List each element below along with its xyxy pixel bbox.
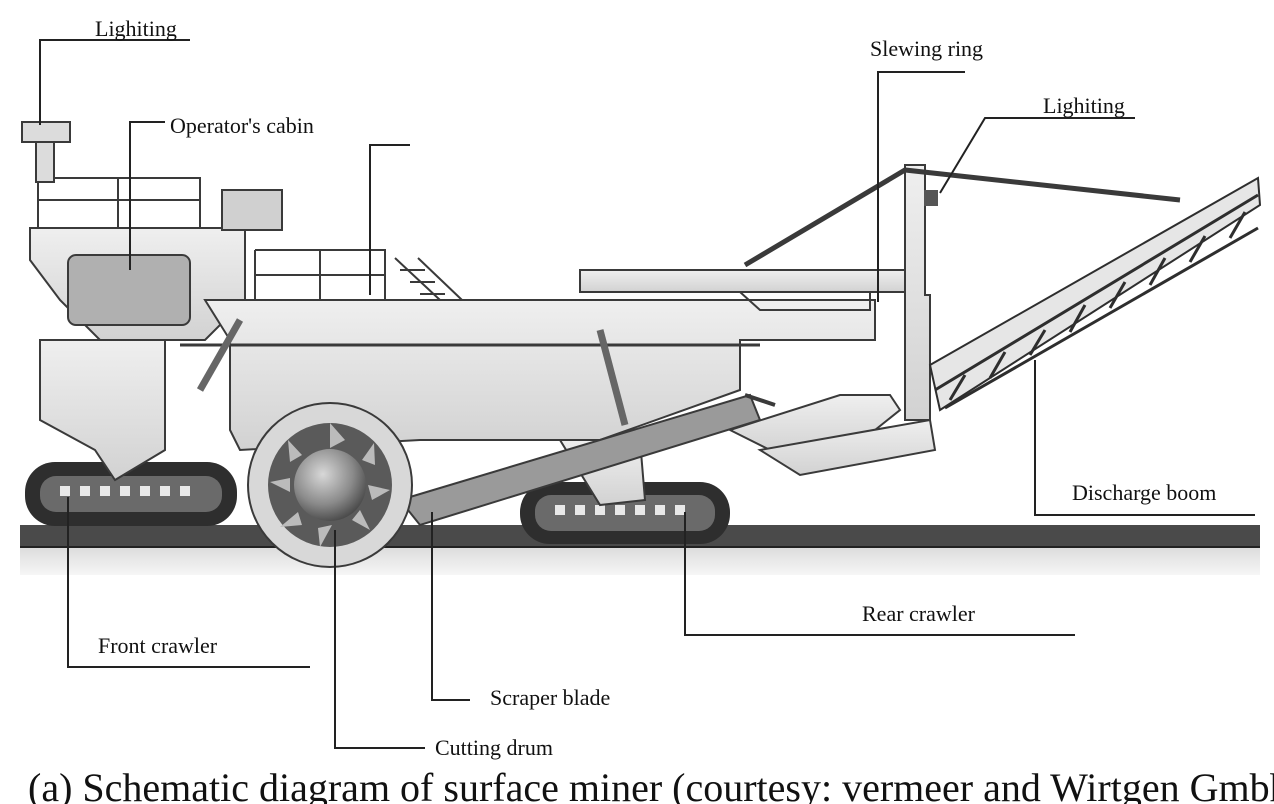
figure-caption: (a) Schematic diagram of surface miner (… [28,765,1274,804]
discharge-boom-shape [928,176,1262,412]
scraper-blade-label: Scraper blade [490,685,611,710]
rear-crawler-label: Rear crawler [862,601,975,626]
cutting-drum-shape [247,402,413,568]
rear-crawler-shape [520,482,730,544]
slewing-ring-label: Slewing ring [870,36,984,61]
lighting-fixture-right [924,190,938,206]
lighting-post-left [21,121,71,183]
front-crawler-label: Front crawler [98,633,218,658]
scraper-arm [398,393,776,527]
lighting-label-right: Lighiting [1043,93,1125,118]
operators-cabin-label: Operator's cabin [170,113,314,138]
discharge-boom-label: Discharge boom [1072,480,1217,505]
cutting-drum-label: Cutting drum [435,735,553,760]
leader-lines [39,39,1255,749]
front-crawler-shape [25,462,237,526]
lighting-label-left: Lighiting [95,16,177,41]
chassis [29,164,1181,507]
